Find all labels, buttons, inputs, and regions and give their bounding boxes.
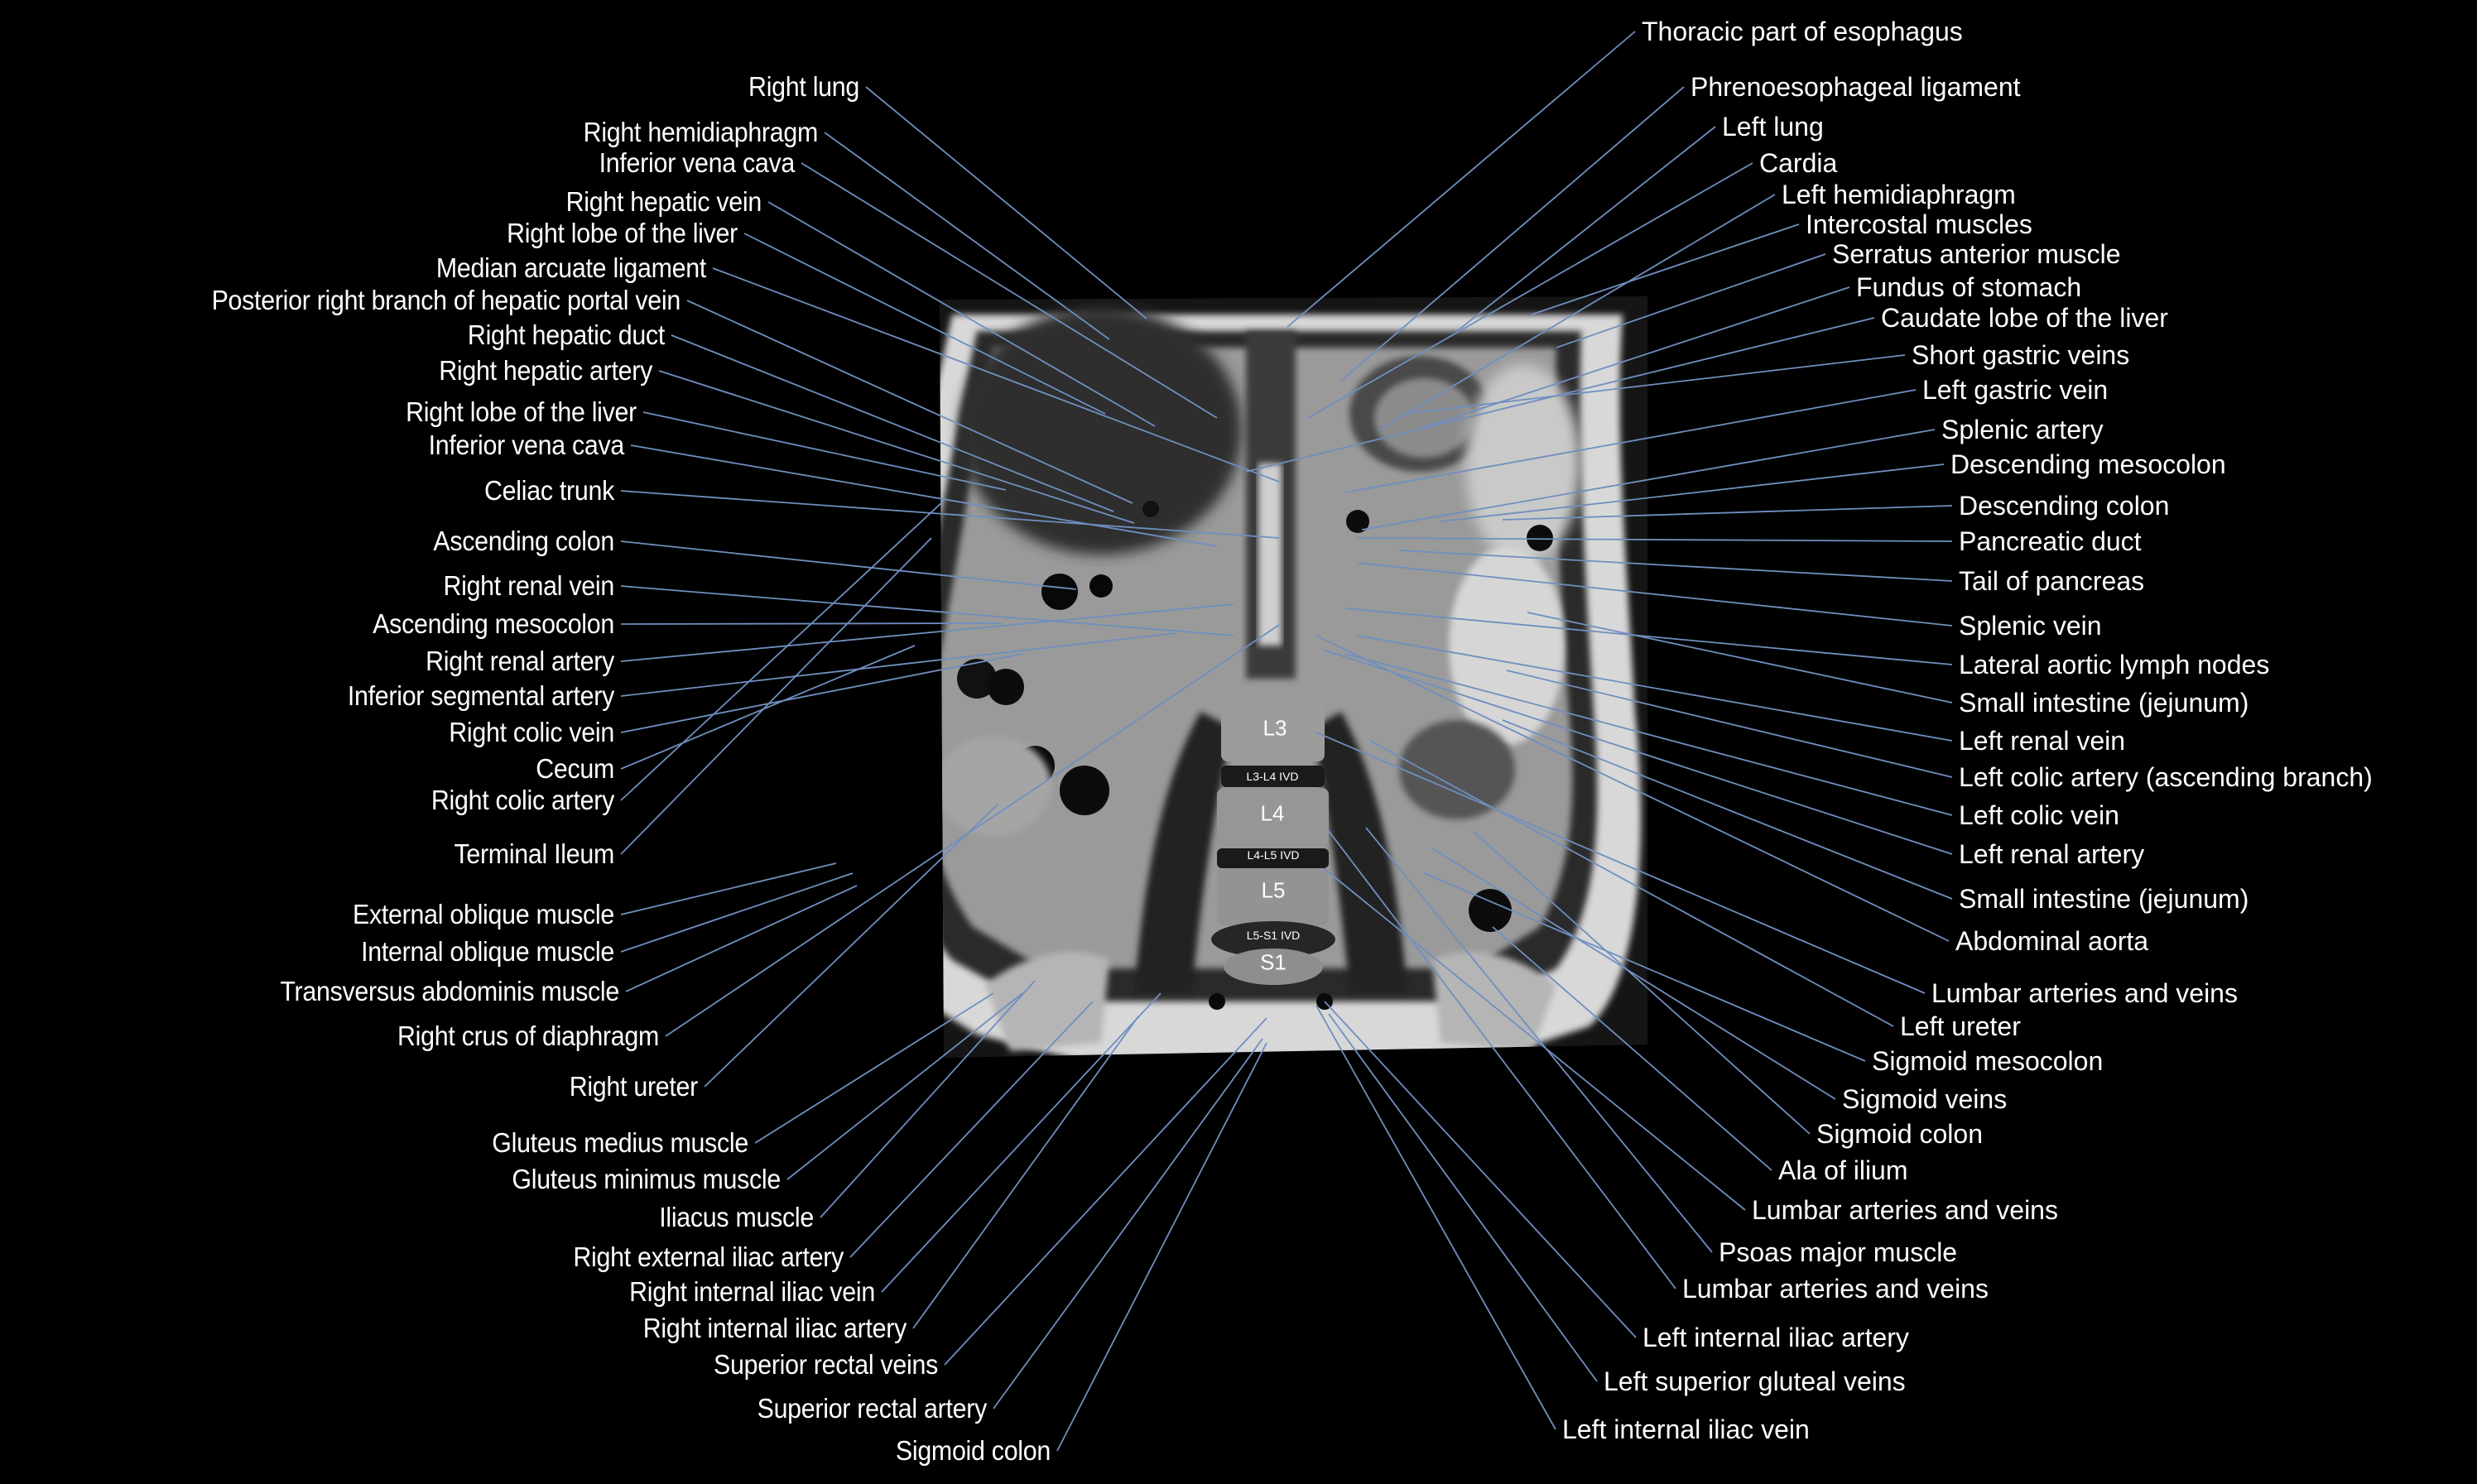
label-right-hepatic-duct: Right hepatic duct: [467, 319, 665, 350]
label-lumbar-arteries-and-veins: Lumbar arteries and veins: [1752, 1195, 2058, 1225]
label-right-renal-vein: Right renal vein: [443, 570, 614, 601]
label-tail-of-pancreas: Tail of pancreas: [1959, 566, 2145, 596]
label-transversus-abdominis-muscle: Transversus abdominis muscle: [280, 976, 619, 1006]
label-sigmoid-mesocolon: Sigmoid mesocolon: [1872, 1046, 2104, 1076]
label-descending-colon: Descending colon: [1959, 491, 2170, 521]
label-splenic-artery: Splenic artery: [1941, 415, 2104, 444]
vertebra-label-l5-s1-ivd: L5-S1 IVD: [1246, 929, 1301, 942]
label-superior-rectal-artery: Superior rectal artery: [757, 1393, 988, 1424]
label-psoas-major-muscle: Psoas major muscle: [1719, 1237, 1958, 1267]
label-median-arcuate-ligament: Median arcuate ligament: [435, 252, 706, 283]
label-right-internal-iliac-vein: Right internal iliac vein: [629, 1276, 875, 1307]
label-thoracic-part-of-esophagus: Thoracic part of esophagus: [1642, 17, 1963, 46]
label-right-lobe-of-the-liver: Right lobe of the liver: [507, 218, 738, 248]
label-external-oblique-muscle: External oblique muscle: [353, 899, 614, 929]
label-left-colic-vein: Left colic vein: [1959, 800, 2119, 830]
label-right-renal-artery: Right renal artery: [426, 646, 614, 676]
label-right-hepatic-vein: Right hepatic vein: [565, 186, 762, 217]
vertebra-label-l4: L4: [1260, 800, 1285, 826]
vertebra-label-l3: L3: [1263, 715, 1287, 741]
label-iliacus-muscle: Iliacus muscle: [659, 1202, 814, 1232]
vertebra-label-s1: S1: [1260, 949, 1287, 975]
label-serratus-anterior-muscle: Serratus anterior muscle: [1832, 239, 2121, 269]
label-right-ureter: Right ureter: [569, 1071, 699, 1102]
label-right-lung: Right lung: [748, 71, 859, 102]
label-cecum: Cecum: [536, 753, 614, 784]
label-right-hemidiaphragm: Right hemidiaphragm: [583, 117, 819, 147]
label-celiac-trunk: Celiac trunk: [484, 475, 614, 506]
label-left-ureter: Left ureter: [1900, 1011, 2021, 1041]
label-terminal-ileum: Terminal Ileum: [454, 838, 614, 869]
label-fundus-of-stomach: Fundus of stomach: [1856, 272, 2082, 302]
label-right-colic-artery: Right colic artery: [430, 785, 614, 815]
label-lumbar-arteries-and-veins: Lumbar arteries and veins: [1682, 1274, 1989, 1304]
label-superior-rectal-veins: Superior rectal veins: [714, 1349, 938, 1380]
label-right-lobe-of-the-liver: Right lobe of the liver: [406, 396, 637, 427]
label-sigmoid-veins: Sigmoid veins: [1842, 1084, 2008, 1114]
vertebra-label-l3-l4-ivd: L3-L4 IVD: [1246, 770, 1299, 783]
label-left-superior-gluteal-veins: Left superior gluteal veins: [1604, 1366, 1906, 1396]
label-cardia: Cardia: [1759, 148, 1838, 178]
vertebra-label-l5: L5: [1261, 877, 1286, 903]
label-small-intestine-jejunum: Small intestine (jejunum): [1959, 884, 2249, 914]
label-left-internal-iliac-vein: Left internal iliac vein: [1562, 1414, 1810, 1444]
label-sigmoid-colon: Sigmoid colon: [1816, 1119, 1983, 1149]
vertebra-label-l4-l5-ivd: L4-L5 IVD: [1247, 848, 1300, 862]
label-left-lung: Left lung: [1722, 112, 1824, 142]
label-right-colic-vein: Right colic vein: [449, 717, 614, 747]
label-left-internal-iliac-artery: Left internal iliac artery: [1643, 1323, 1909, 1352]
label-inferior-vena-cava: Inferior vena cava: [599, 147, 796, 178]
label-left-renal-vein: Left renal vein: [1959, 726, 2126, 756]
label-abdominal-aorta: Abdominal aorta: [1955, 926, 2149, 956]
label-ala-of-ilium: Ala of ilium: [1778, 1155, 1908, 1185]
label-right-internal-iliac-artery: Right internal iliac artery: [642, 1313, 907, 1343]
label-inferior-segmental-artery: Inferior segmental artery: [347, 680, 614, 711]
label-lateral-aortic-lymph-nodes: Lateral aortic lymph nodes: [1959, 650, 2270, 680]
label-splenic-vein: Splenic vein: [1959, 611, 2102, 641]
label-inferior-vena-cava: Inferior vena cava: [428, 430, 625, 460]
label-descending-mesocolon: Descending mesocolon: [1950, 449, 2226, 479]
label-caudate-lobe-of-the-liver: Caudate lobe of the liver: [1881, 303, 2168, 333]
label-small-intestine-jejunum: Small intestine (jejunum): [1959, 688, 2249, 718]
label-posterior-right-branch-of-hepatic-portal-vein: Posterior right branch of hepatic portal…: [211, 285, 681, 315]
label-ascending-colon: Ascending colon: [433, 526, 614, 556]
label-pancreatic-duct: Pancreatic duct: [1959, 526, 2142, 556]
label-left-hemidiaphragm: Left hemidiaphragm: [1782, 180, 2016, 209]
label-intercostal-muscles: Intercostal muscles: [1806, 209, 2032, 239]
label-right-hepatic-artery: Right hepatic artery: [439, 355, 652, 386]
label-ascending-mesocolon: Ascending mesocolon: [373, 608, 614, 639]
label-lumbar-arteries-and-veins: Lumbar arteries and veins: [1931, 978, 2238, 1008]
label-right-crus-of-diaphragm: Right crus of diaphragm: [397, 1021, 659, 1051]
label-gluteus-medius-muscle: Gluteus medius muscle: [492, 1127, 748, 1158]
label-left-gastric-vein: Left gastric vein: [1922, 375, 2109, 405]
label-short-gastric-veins: Short gastric veins: [1912, 340, 2130, 370]
label-left-colic-artery-ascending-branch: Left colic artery (ascending branch): [1959, 762, 2373, 792]
label-gluteus-minimus-muscle: Gluteus minimus muscle: [512, 1164, 781, 1194]
label-right-external-iliac-artery: Right external iliac artery: [573, 1241, 844, 1272]
label-internal-oblique-muscle: Internal oblique muscle: [361, 936, 614, 967]
label-sigmoid-colon: Sigmoid colon: [895, 1435, 1051, 1466]
label-left-renal-artery: Left renal artery: [1959, 839, 2145, 869]
label-phrenoesophageal-ligament: Phrenoesophageal ligament: [1691, 72, 2021, 102]
